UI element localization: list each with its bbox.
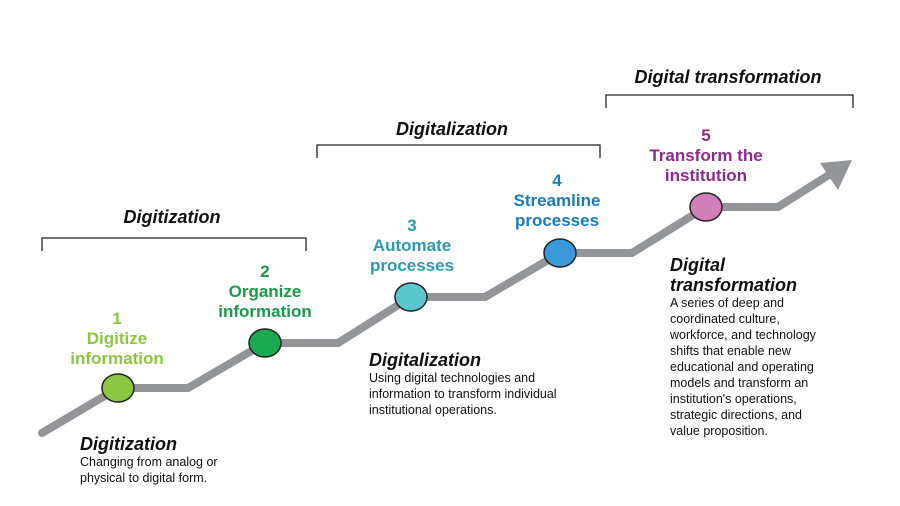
step-number: 1 bbox=[112, 309, 122, 328]
step-title-line2: processes bbox=[514, 211, 600, 230]
description-digital-transformation: Digital transformation A series of deep … bbox=[670, 255, 840, 439]
step-4-label: 4 Streamline processes bbox=[514, 171, 601, 231]
description-title: Digitalization bbox=[369, 350, 481, 370]
phase-label-digitization: Digitization bbox=[123, 207, 221, 227]
step-title-line2: institution bbox=[664, 166, 748, 185]
step-node-4 bbox=[543, 238, 577, 268]
bracket-digitization bbox=[41, 237, 307, 251]
phase-label-digitalization: Digitalization bbox=[396, 119, 508, 139]
bracket-digital-transformation bbox=[605, 94, 854, 108]
step-title-line2: processes bbox=[369, 256, 455, 275]
step-number: 2 bbox=[260, 262, 270, 281]
step-5-label: 5 Transform the institution bbox=[649, 126, 762, 186]
step-2-label: 2 Organize information bbox=[218, 262, 312, 322]
arrow-head-icon bbox=[820, 160, 852, 190]
step-number: 4 bbox=[552, 171, 562, 190]
step-1-label: 1 Digitize information bbox=[70, 309, 164, 369]
step-node-2 bbox=[248, 328, 282, 358]
step-node-5 bbox=[689, 192, 723, 222]
bracket-digitalization bbox=[316, 144, 601, 158]
step-number: 3 bbox=[407, 216, 417, 235]
step-node-1 bbox=[101, 373, 135, 403]
description-title: Digital transformation bbox=[670, 255, 798, 295]
description-text: Using digital technologies and informati… bbox=[369, 371, 557, 417]
step-title-line2: information bbox=[70, 349, 164, 368]
step-3-label: 3 Automate processes bbox=[370, 216, 454, 276]
description-text: Changing from analog or physical to digi… bbox=[80, 455, 218, 485]
step-node-3 bbox=[394, 282, 428, 312]
step-title-line1: Digitize bbox=[86, 329, 148, 348]
step-number: 5 bbox=[701, 126, 711, 145]
step-title-line1: Organize bbox=[228, 282, 302, 301]
description-digitalization: Digitalization Using digital technologie… bbox=[369, 350, 579, 418]
phase-label-digital-transformation: Digital transformation bbox=[634, 67, 822, 87]
description-title: Digitization bbox=[80, 434, 177, 454]
step-title-line1: Streamline bbox=[513, 191, 601, 210]
step-title-line1: Transform the bbox=[649, 146, 763, 165]
step-title-line2: information bbox=[218, 302, 312, 321]
description-text: A series of deep and coordinated culture… bbox=[670, 296, 816, 438]
step-title-line1: Automate bbox=[372, 236, 452, 255]
description-digitization: Digitization Changing from analog or phy… bbox=[80, 434, 280, 486]
